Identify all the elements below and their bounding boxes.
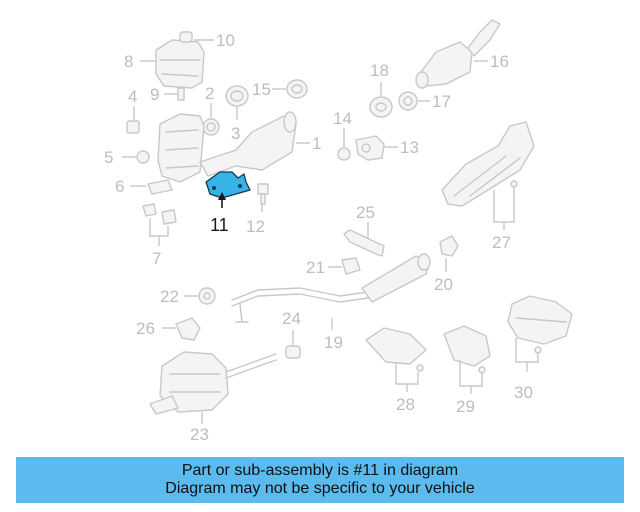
callout-16: 16 xyxy=(490,52,509,71)
banner-line-2: Diagram may not be specific to your vehi… xyxy=(165,480,475,497)
callout-2: 2 xyxy=(205,84,214,103)
part-2-gasket[interactable] xyxy=(202,118,220,136)
part-3-gasket[interactable] xyxy=(225,85,249,107)
part-23-muffler[interactable] xyxy=(149,351,277,415)
callout-22: 22 xyxy=(160,287,179,306)
callout-23: 23 xyxy=(190,425,209,444)
callout-13: 13 xyxy=(400,138,419,157)
part-25-bracket[interactable] xyxy=(343,229,385,257)
callout-19: 19 xyxy=(324,333,343,352)
callout-4: 4 xyxy=(128,87,137,106)
callout-5: 5 xyxy=(104,148,113,167)
exhaust-parts-diagram: 8 10 4 9 2 3 15 1 5 xyxy=(104,19,573,444)
info-banner: Part or sub-assembly is #11 in diagram D… xyxy=(16,457,624,503)
banner-line-1: Part or sub-assembly is #11 in diagram xyxy=(181,462,459,479)
callout-29: 29 xyxy=(456,397,475,416)
part-1-pipe[interactable] xyxy=(199,111,297,177)
callout-1: 1 xyxy=(312,134,321,153)
part-28-heat-shield[interactable] xyxy=(365,327,427,372)
callout-20: 20 xyxy=(434,275,453,294)
callout-26: 26 xyxy=(136,319,155,338)
callout-30: 30 xyxy=(514,383,533,402)
part-24-clamp[interactable] xyxy=(285,345,301,359)
callout-14: 14 xyxy=(333,109,352,128)
part-16-converter[interactable] xyxy=(415,19,501,89)
part-22-isolator[interactable] xyxy=(198,287,216,305)
callout-9: 9 xyxy=(150,85,159,104)
callout-11: 11 xyxy=(210,215,229,235)
part-13-clamp[interactable] xyxy=(355,135,385,161)
callout-18: 18 xyxy=(370,61,389,80)
callout-15: 15 xyxy=(252,80,271,99)
part-30-heat-shield[interactable] xyxy=(507,295,573,354)
callout-6: 6 xyxy=(115,177,124,196)
callout-7: 7 xyxy=(152,249,161,268)
callout-25: 25 xyxy=(356,203,375,222)
part-converter-left[interactable] xyxy=(157,113,205,183)
part-14-nut[interactable] xyxy=(337,147,351,161)
part-26-hanger[interactable] xyxy=(175,317,201,341)
part-11-bracket-highlighted[interactable] xyxy=(205,171,251,199)
part-7-isolators[interactable] xyxy=(142,203,177,225)
callout-21: 21 xyxy=(306,258,325,277)
callout-17: 17 xyxy=(432,92,451,111)
callout-10: 10 xyxy=(216,31,235,50)
callout-28: 28 xyxy=(396,395,415,414)
callout-12: 12 xyxy=(246,217,265,236)
part-6-bracket[interactable] xyxy=(147,179,173,195)
part-18-flange[interactable] xyxy=(369,96,393,118)
part-8-cover[interactable] xyxy=(155,31,205,89)
part-29-heat-shield[interactable] xyxy=(443,325,491,374)
callout-24: 24 xyxy=(282,309,301,328)
callout-8: 8 xyxy=(124,52,133,71)
part-12-bolt[interactable] xyxy=(257,183,269,205)
part-17-gasket[interactable] xyxy=(398,91,418,111)
callout-27: 27 xyxy=(492,233,511,252)
part-9-bolt[interactable] xyxy=(177,87,185,101)
part-15-gasket[interactable] xyxy=(286,79,308,99)
part-5-nut[interactable] xyxy=(136,150,150,164)
part-27-heat-shield[interactable] xyxy=(441,121,535,207)
part-4-clip[interactable] xyxy=(126,120,140,134)
callout-3: 3 xyxy=(231,124,240,143)
part-20-isolator[interactable] xyxy=(439,235,459,257)
part-21-isolator[interactable] xyxy=(341,257,361,275)
part-19-pipe[interactable] xyxy=(231,253,431,323)
